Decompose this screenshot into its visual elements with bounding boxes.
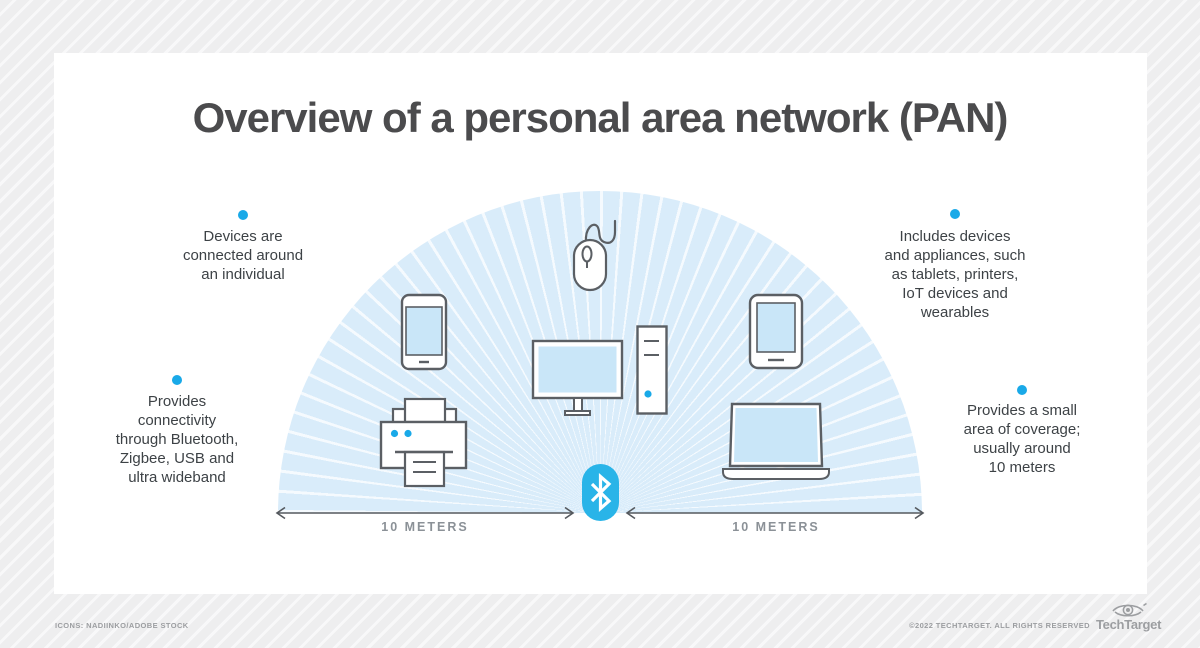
callout-connectivity: Provides connectivity through Bluetooth,… [115, 393, 239, 486]
left-range-label: 10 METERS [381, 520, 469, 534]
pc-tower-icon [636, 325, 668, 415]
callout-bullet [950, 209, 960, 219]
callout-includes-devices: Includes devices and appliances, such as… [884, 228, 1026, 321]
callout-bullet [172, 375, 182, 385]
computer-mouse-icon [572, 219, 617, 292]
laptop-icon [722, 402, 830, 480]
right-range-label: 10 METERS [732, 520, 820, 534]
page-title: Overview of a personal area network (PAN… [192, 94, 1009, 141]
left-range-arrow [275, 506, 575, 520]
icon-credits-text: ICONS: NADIINKO/ADOBE STOCK [55, 621, 189, 630]
printer-icon [379, 397, 468, 488]
bluetooth-icon [582, 464, 619, 521]
callout-coverage: Provides a small area of coverage; usual… [963, 402, 1081, 476]
right-range-arrow [625, 506, 925, 520]
callout-bullet [1017, 385, 1027, 395]
tablet-icon [748, 293, 804, 370]
techtarget-wordmark: TechTarget [1096, 617, 1162, 632]
smartphone-icon [400, 293, 448, 371]
bluetooth-rune [590, 472, 612, 513]
callout-devices-connected: Devices are connected around an individu… [182, 228, 304, 283]
callout-bullet [238, 210, 248, 220]
techtarget-eye-icon [1112, 602, 1147, 617]
techtarget-logo: TechTarget [1096, 601, 1162, 632]
copyright-text: ©2022 TECHTARGET. ALL RIGHTS RESERVED [909, 621, 1090, 630]
desktop-monitor-icon [531, 339, 624, 416]
